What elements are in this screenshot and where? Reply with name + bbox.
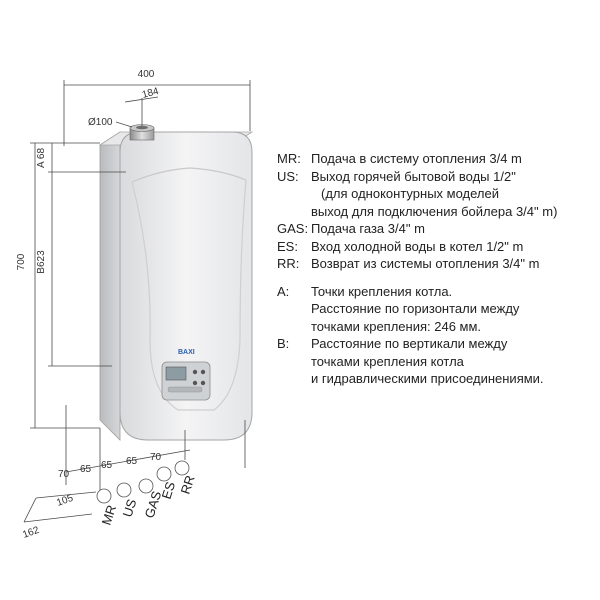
dim-flue-offset: 184 — [141, 86, 160, 101]
pipe-us — [116, 482, 132, 498]
legend-code: RR: — [277, 256, 300, 271]
pipe-gas — [138, 478, 154, 494]
dim-spacing-2: 65 — [80, 464, 92, 475]
dim-spacing-4: 65 — [126, 456, 138, 467]
note-b: B: Расстояние по вертикали между — [277, 335, 597, 353]
legend-text: Подача в систему отопления 3/4 m — [311, 151, 522, 166]
legend-code: US: — [277, 168, 299, 184]
dim-height: 700 — [16, 253, 27, 270]
legend-text: (для одноконтурных моделей — [321, 186, 499, 201]
dimension-lines — [23, 80, 251, 523]
legend-code: ES: — [277, 238, 298, 254]
brand-logo: BAXI — [178, 349, 195, 356]
legend-text: Вход холодной воды в котел 1/2" m — [311, 238, 524, 254]
front-panel-contour — [131, 167, 247, 183]
legend-text: выход для подключения бойлера 3/4" m) — [311, 203, 558, 219]
pipe-rr — [174, 460, 190, 476]
note-code: B: — [277, 336, 290, 351]
flue-opening — [136, 125, 148, 130]
pipe-es — [156, 466, 172, 482]
dim-spacing-3: 65 — [101, 460, 113, 471]
dim-depth-105: 105 — [55, 493, 75, 509]
legend-text: Подача газа 3/4" m — [311, 221, 425, 236]
port-label-mr: MR — [99, 503, 120, 527]
note-text: точками крепления котла — [311, 353, 464, 369]
flue-pipe — [129, 124, 155, 141]
legend-item-mr: MR: Подача в систему отопления 3/4 m — [277, 150, 597, 168]
note-text: Точки крепления котла. — [311, 283, 453, 299]
dim-a: A 68 — [36, 148, 47, 168]
control-button-4 — [200, 380, 206, 386]
port-label-rr: RR — [178, 473, 198, 495]
legend-item-rr: RR: Возврат из системы отопления 3/4" m — [277, 255, 597, 273]
boiler-side-panel — [99, 131, 121, 441]
legend-code: MR: — [277, 151, 301, 166]
front-panel-groove — [131, 179, 247, 411]
note-code: A: — [277, 283, 290, 299]
boiler-body: BAXI — [98, 131, 254, 441]
control-button-1 — [192, 369, 198, 375]
legend-item-us: US: Выход горячей бытовой воды 1/2" — [277, 168, 597, 186]
control-button-3 — [192, 380, 198, 386]
note-a: A: Точки крепления котла. — [277, 283, 597, 301]
note-text: и гидравлическими присоединениями. — [311, 371, 544, 386]
dim-b: B623 — [36, 250, 47, 274]
dim-depth-162: 162 — [21, 525, 41, 541]
pipe-mr — [96, 488, 112, 504]
legend-item-es: ES: Вход холодной воды в котел 1/2" m — [277, 238, 597, 256]
control-button-2 — [200, 369, 206, 375]
port-label-us: US — [120, 497, 140, 519]
legend-item-gas: GAS: Подача газа 3/4" m — [277, 220, 597, 238]
note-text: Расстояние по горизонтали между — [311, 301, 520, 316]
legend: MR: Подача в систему отопления 3/4 m US:… — [277, 150, 597, 388]
display-screen — [165, 366, 187, 381]
legend-text: Возврат из системы отопления 3/4" m — [311, 256, 540, 271]
dim-width: 400 — [138, 69, 155, 80]
dim-spacing-5: 70 — [150, 452, 162, 463]
dim-flue-diameter: Ø100 — [88, 117, 113, 128]
connection-pipes — [96, 460, 190, 504]
note-text: точками крепления: 246 мм. — [311, 318, 482, 334]
legend-text: Выход горячей бытовой воды 1/2" — [311, 168, 516, 184]
control-strip — [167, 386, 203, 393]
note-text: Расстояние по вертикали между — [311, 336, 508, 351]
port-label-es: ES — [159, 479, 179, 500]
dim-spacing-1: 70 — [58, 469, 70, 480]
legend-code: GAS: — [277, 221, 309, 236]
